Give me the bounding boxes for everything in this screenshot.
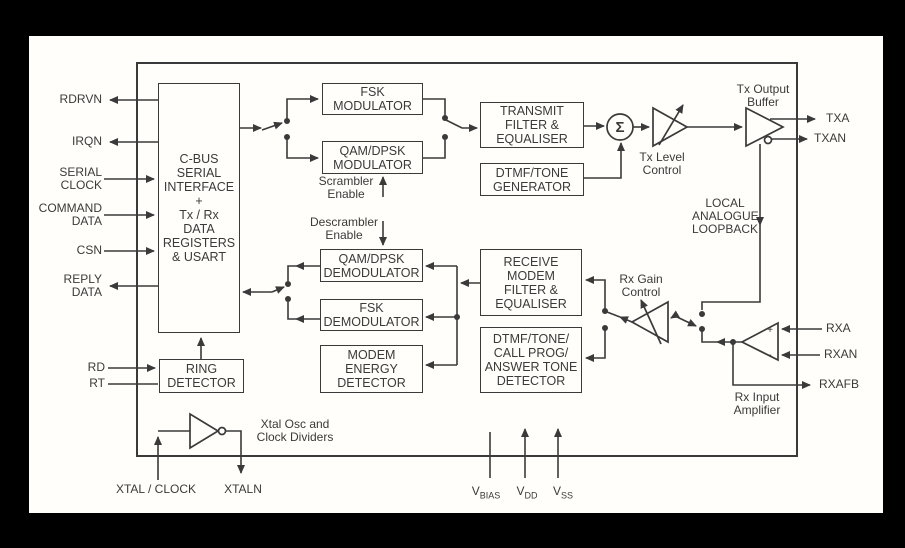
vbias-base: V bbox=[471, 484, 480, 498]
note-scrambler-enable: Scrambler Enable bbox=[318, 174, 374, 201]
vbias-sub: BIAS bbox=[479, 490, 501, 501]
pin-command-data: COMMAND DATA bbox=[38, 201, 102, 228]
pin-rxa: RXA bbox=[826, 321, 851, 335]
note-xtal-osc-clock-dividers: Xtal Osc and Clock Dividers bbox=[256, 417, 334, 444]
summing-junction-icon bbox=[606, 113, 634, 141]
switch-blades bbox=[261, 121, 697, 327]
pin-serial-clock: SERIAL CLOCK bbox=[59, 165, 102, 192]
block-answer-tone-detector: DTMF/TONE/ CALL PROG/ ANSWER TONE DETECT… bbox=[480, 327, 582, 393]
pin-xtaln: XTALN bbox=[224, 482, 262, 496]
vss-base: V bbox=[552, 484, 561, 498]
pin-xtal-clock: XTAL / CLOCK bbox=[115, 482, 197, 496]
pin-rxan: RXAN bbox=[824, 347, 858, 361]
pin-rd: RD bbox=[87, 360, 105, 374]
block-fsk-demodulator: FSK DEMODULATOR bbox=[320, 299, 423, 331]
pin-vdd: VDD bbox=[505, 485, 549, 502]
note-rx-gain-control: Rx Gain Control bbox=[619, 272, 663, 299]
tx-inverting-bubble-icon bbox=[763, 135, 773, 145]
pin-rxafb: RXAFB bbox=[819, 377, 860, 391]
pin-rdrvn: RDRVN bbox=[59, 92, 102, 106]
block-dtmf-tone-generator: DTMF/TONE GENERATOR bbox=[480, 163, 584, 196]
analog-symbols bbox=[189, 104, 785, 450]
inverter-bubble-icon bbox=[217, 426, 227, 436]
pin-irqn: IRQN bbox=[72, 134, 102, 148]
pin-csn: CSN bbox=[76, 243, 102, 257]
pin-rt: RT bbox=[89, 376, 105, 390]
rx-input-amplifier-icon bbox=[740, 321, 779, 362]
chip-outline bbox=[136, 62, 798, 457]
pin-txa: TXA bbox=[826, 111, 850, 125]
block-qam-dpsk-demodulator: QAM/DPSK DEMODULATOR bbox=[320, 249, 423, 282]
vss-sub: SS bbox=[561, 490, 574, 501]
junction-dots bbox=[284, 115, 736, 345]
opamp-plus-input: + bbox=[767, 325, 773, 336]
sigma-symbol: Σ bbox=[615, 119, 624, 136]
block-modem-energy-detector: MODEM ENERGY DETECTOR bbox=[320, 345, 423, 393]
block-transmit-filter-equaliser: TRANSMIT FILTER & EQUALISER bbox=[480, 102, 584, 148]
note-tx-output-buffer: Tx Output Buffer bbox=[736, 82, 790, 109]
pin-vss: VSS bbox=[541, 485, 585, 502]
vdd-base: V bbox=[516, 484, 525, 498]
note-descrambler-enable: Descrambler Enable bbox=[309, 215, 378, 242]
tx-output-buffer-icon bbox=[745, 106, 785, 148]
block-qam-dpsk-modulator: QAM/DPSK MODULATOR bbox=[322, 141, 423, 174]
block-fsk-modulator: FSK MODULATOR bbox=[322, 83, 423, 115]
rx-gain-arrow-icon bbox=[640, 299, 662, 345]
block-receive-modem-filter: RECEIVE MODEM FILTER & EQUALISER bbox=[480, 249, 582, 316]
note-local-analogue-loopback: LOCAL ANALOGUE LOOPBACK bbox=[692, 196, 759, 236]
pin-vbias: VBIAS bbox=[461, 485, 511, 502]
note-tx-level-control: Tx Level Control bbox=[639, 150, 685, 177]
vdd-sub: DD bbox=[524, 490, 538, 501]
inverter-icon bbox=[189, 412, 220, 450]
rx-gain-amplifier-icon bbox=[630, 300, 669, 344]
block-cbus-serial-interface: C-BUS SERIAL INTERFACE + Tx / Rx DATA RE… bbox=[158, 83, 240, 333]
opamp-minus-input: - bbox=[768, 350, 771, 361]
pin-reply-data: REPLY DATA bbox=[63, 272, 102, 299]
block-ring-detector: RING DETECTOR bbox=[159, 359, 244, 393]
pin-txan: TXAN bbox=[814, 131, 847, 145]
tx-level-gain-arrow-icon bbox=[658, 104, 684, 146]
note-rx-input-amplifier: Rx Input Amplifier bbox=[733, 390, 781, 417]
